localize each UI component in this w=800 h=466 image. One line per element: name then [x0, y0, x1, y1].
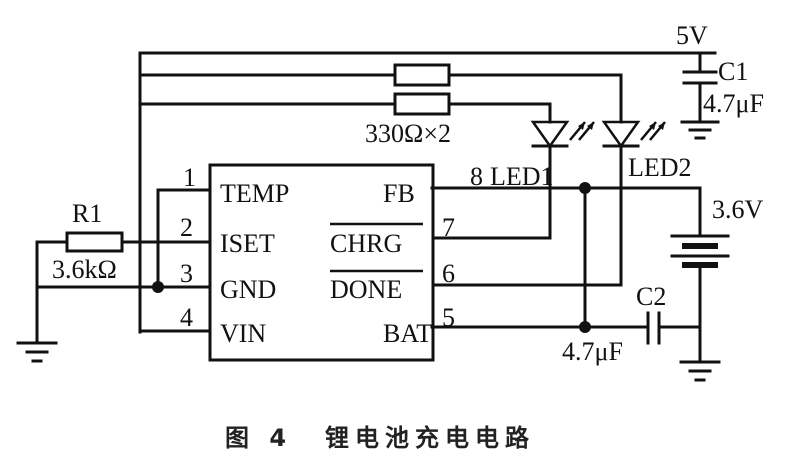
- figure-caption: 锂电池充电电路: [325, 424, 535, 452]
- pin-number-4: 4: [180, 303, 193, 332]
- c1-value: 4.7μF: [703, 89, 764, 118]
- wire-led2-to-done: [430, 144, 623, 287]
- wire-r-to-led2: [447, 73, 623, 124]
- c2-label: C2: [636, 282, 666, 311]
- resistor-r1: [65, 231, 124, 253]
- led1-label: LED1: [490, 162, 554, 191]
- ground-icon: [16, 341, 58, 363]
- wire-r1-left: [35, 240, 69, 289]
- pin-number-5: 5: [442, 303, 455, 332]
- ground-icon: [679, 360, 721, 382]
- led1-icon: [530, 120, 595, 149]
- c1-label: C1: [718, 57, 748, 86]
- r1-value: 3.6kΩ: [52, 255, 117, 284]
- battery-icon: [670, 234, 730, 268]
- wire-led1-to-chrg: [430, 144, 552, 240]
- led-resistor-value: 330Ω×2: [365, 119, 451, 148]
- pin-name-chrg: CHRG: [330, 229, 402, 258]
- led2-label: LED2: [628, 153, 692, 182]
- pin-name-vin: VIN: [220, 319, 266, 348]
- pin-number-6: 6: [442, 259, 455, 288]
- charger-ic: [208, 163, 435, 362]
- wire-5v-rail: [138, 51, 717, 334]
- resistor-led1: [393, 92, 451, 116]
- battery-voltage-label: 3.6V: [712, 195, 764, 224]
- wire-pin1-temp: [156, 188, 212, 289]
- pin-name-done: DONE: [330, 275, 402, 304]
- pin-name-bat: BAT: [383, 319, 432, 348]
- pin-number-1: 1: [183, 163, 196, 192]
- led2-icon: [601, 120, 666, 149]
- supply-voltage-label: 5V: [676, 21, 708, 50]
- wire-r-to-led1: [447, 102, 552, 124]
- pin-name-gnd: GND: [220, 275, 276, 304]
- pin-number-3: 3: [180, 259, 193, 288]
- junction-bat: [579, 321, 591, 333]
- ground-icon: [680, 120, 720, 140]
- r1-label: R1: [72, 199, 102, 228]
- wire-fb: [430, 186, 702, 237]
- pin-number-7: 7: [442, 213, 455, 242]
- pin-name-temp: TEMP: [220, 179, 289, 208]
- led1-pin-label: 8: [470, 162, 483, 191]
- pin-number-2: 2: [180, 213, 193, 242]
- junction-gnd: [152, 281, 164, 293]
- c2-value: 4.7μF: [562, 337, 623, 366]
- pin-name-iset: ISET: [220, 229, 275, 258]
- resistor-led2: [393, 63, 451, 87]
- figure-number: 图 4: [225, 424, 292, 452]
- pin-name-fb: FB: [383, 179, 415, 208]
